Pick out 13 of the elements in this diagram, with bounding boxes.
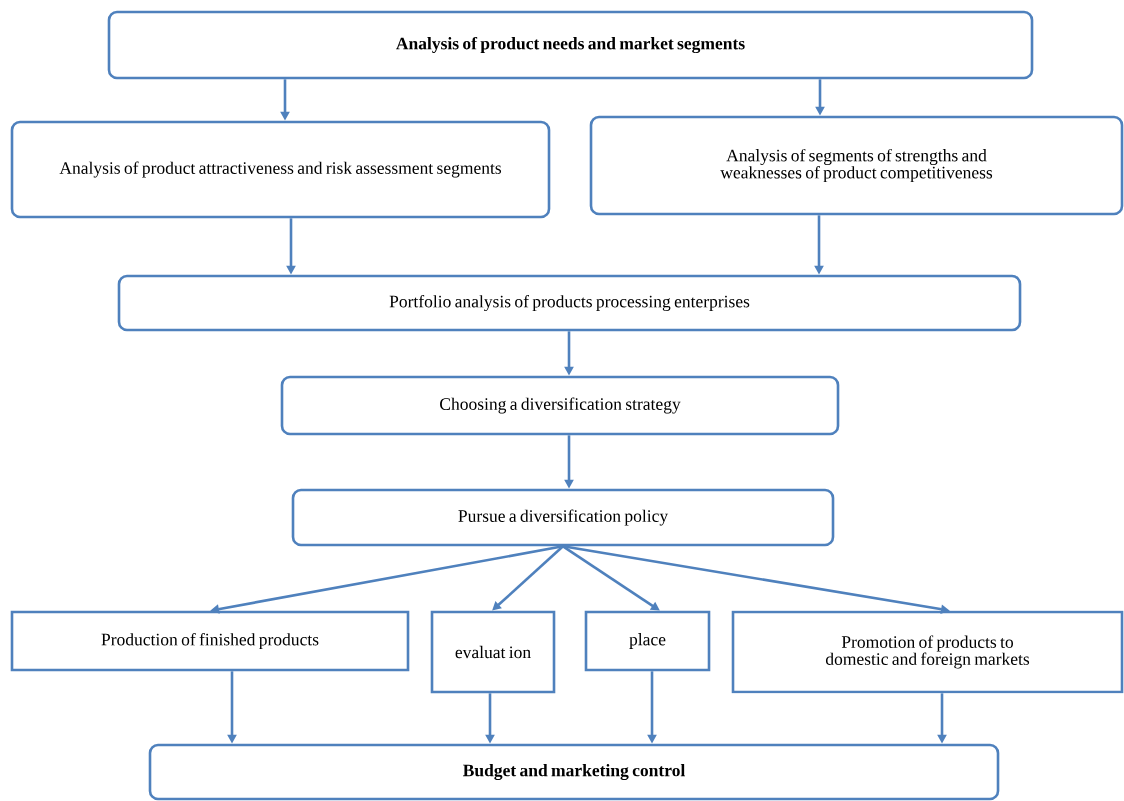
arrow	[492, 545, 564, 611]
process-box: evaluat ion	[430, 610, 556, 694]
process-box: Analysis of product attractiveness and risk assessment segments	[10, 120, 551, 219]
process-box: Portfolio analysis of products processing enterprises	[117, 274, 1022, 332]
process-box: Budget and marketing control	[148, 743, 1000, 801]
process-box: place	[584, 610, 711, 672]
process-box: Promotion of products to domestic and foreign markets	[731, 610, 1124, 694]
process-box: Pursue a diversification policy	[291, 488, 835, 547]
process-box: Analysis of product needs and market segments	[107, 10, 1034, 80]
process-box: Choosing a diversification strategy	[280, 375, 840, 436]
arrow	[562, 545, 660, 611]
process-box: Production of finished products	[10, 610, 410, 672]
process-box: Analysis of segments of strengths and weaknesses of product competitiveness	[589, 115, 1124, 216]
